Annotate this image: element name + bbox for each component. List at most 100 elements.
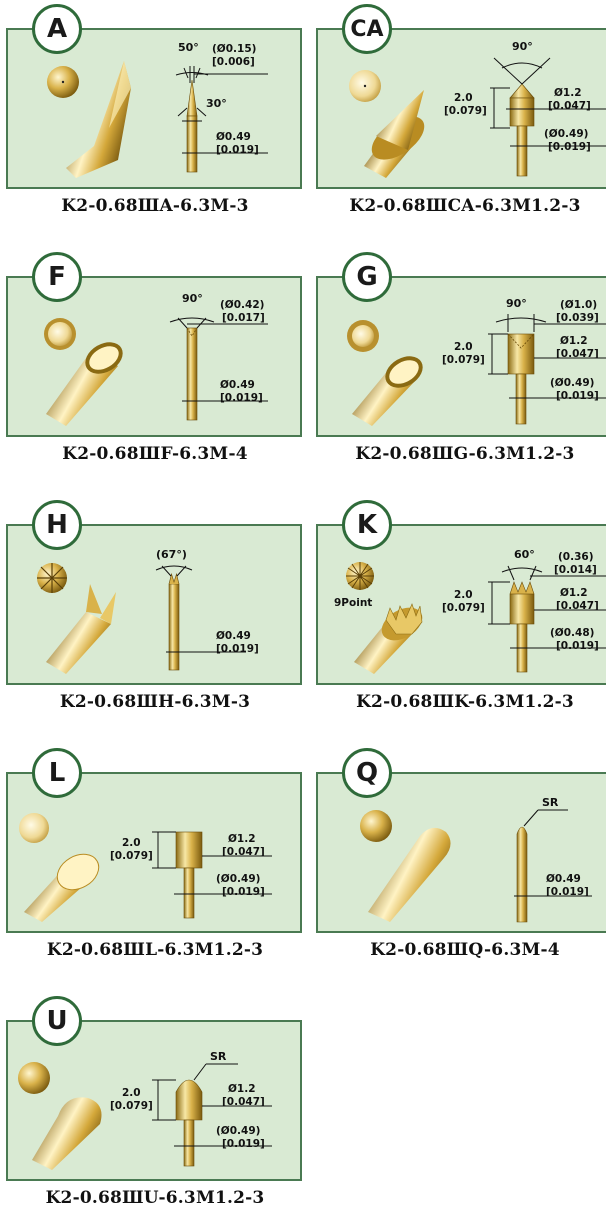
probe-card-l: L 2.0 [0.079] Ø1.2 [0.047] (Ø0.49) [0.01… <box>0 744 302 960</box>
probe-drawing: SR 2.0 [0.079] Ø1.2 [0.047] (Ø0.49) [0.0… <box>18 1050 272 1170</box>
head-dia-in-label: [0.047] <box>556 600 599 612</box>
shaft-dia-mm-label: (Ø0.49) <box>550 377 594 389</box>
shaft-dia-in-label: [0.019] <box>220 392 263 404</box>
tip-dia-in-label: [0.006] <box>212 56 255 68</box>
tip-end-view-icon <box>360 810 392 842</box>
probe-3d-icon <box>352 356 423 426</box>
probe-3d-icon <box>354 603 423 674</box>
probe-3d-icon <box>24 853 100 922</box>
diagram-panel <box>6 28 302 189</box>
head-dia-mm-label: Ø1.2 <box>554 87 582 99</box>
head-length-mm-label: 2.0 <box>454 341 473 353</box>
head-dia-in-label: [0.047] <box>556 348 599 360</box>
probe-card-k: K 9Point 60° (0.36) [0.014] 2.0 [0.079] <box>310 496 606 712</box>
shaft-dia-mm-label: (Ø0.49) <box>544 128 588 140</box>
part-number: K2-0.68ШA-6.3M-3 <box>61 196 249 216</box>
tip-angle-label: 50° <box>178 41 199 54</box>
probe-profile-icon <box>175 1079 203 1167</box>
tip-type-badge: K <box>342 500 392 550</box>
part-number: K2-0.68ШCA-6.3M1.2-3 <box>349 196 581 216</box>
part-number: K2-0.68ШL-6.3M1.2-3 <box>46 940 264 960</box>
probe-card-a: A 50° (Ø0.15) [0.006] 30° Ø0.49 [0.019] … <box>0 0 302 216</box>
shaft-dia-mm-label: (Ø0.49) <box>216 1125 260 1137</box>
shaft-dia-in-label: [0.019] <box>216 643 259 655</box>
probe-drawing: 2.0 [0.079] Ø1.2 [0.047] (Ø0.49) [0.019] <box>19 813 272 922</box>
shaft-dia-mm-label: (Ø0.48) <box>550 627 594 639</box>
tip-size-mm-label: (0.36) <box>558 551 594 563</box>
tip-type-badge: H <box>32 500 82 550</box>
probe-card-ca: CA 90° 2.0 [0.079] Ø1.2 [0.047] (Ø0.49) … <box>310 0 606 216</box>
shaft-dia-in-label: [0.019] <box>548 141 591 153</box>
head-length-in-label: [0.079] <box>110 850 153 862</box>
head-dia-mm-label: Ø1.2 <box>560 335 588 347</box>
probe-profile-icon <box>507 333 535 425</box>
probe-3d-icon <box>368 827 451 922</box>
tip-type-badge: CA <box>342 4 392 54</box>
diagram-panel <box>6 524 302 685</box>
tip-end-view-icon <box>18 1062 50 1094</box>
probe-drawing: (67°) Ø0.49 [0.019] <box>37 548 259 674</box>
shaft-dia-mm-label: Ø0.49 <box>220 379 255 391</box>
probe-3d-icon <box>66 61 131 178</box>
head-length-mm-label: 2.0 <box>454 589 473 601</box>
head-length-in-label: [0.079] <box>444 105 487 117</box>
tip-type-badge: F <box>32 252 82 302</box>
shaft-dia-in-label: [0.019] <box>556 640 599 652</box>
probe-profile-icon <box>509 581 535 673</box>
shaft-dia-mm-label: Ø0.49 <box>216 630 251 642</box>
cone-angle-label: 90° <box>512 40 533 53</box>
shaft-dia-mm-label: (Ø0.49) <box>216 873 260 885</box>
tip-size-in-label: [0.014] <box>554 564 597 576</box>
part-number: K2-0.68ШG-6.3M1.2-3 <box>355 444 575 464</box>
cup-angle-label: 90° <box>506 297 527 310</box>
probe-profile-icon <box>175 831 203 919</box>
tip-type-badge: L <box>32 748 82 798</box>
probe-drawing: 9Point 60° (0.36) [0.014] 2.0 [0.079] Ø1… <box>334 548 606 674</box>
tip-end-view-icon <box>37 563 67 593</box>
probe-3d-icon <box>364 90 425 178</box>
probe-drawing: 90° (Ø0.42) [0.017] Ø0.49 [0.019] <box>44 292 268 426</box>
probe-profile-icon <box>509 83 535 177</box>
cup-angle-label: 90° <box>182 292 203 305</box>
tip-type-badge: A <box>32 4 82 54</box>
shaft-dia-in-label: [0.019] <box>556 390 599 402</box>
shaft-dia-in-label: [0.019] <box>222 1138 265 1150</box>
sphere-radius-label: SR <box>542 796 559 809</box>
shaft-dia-mm-label: Ø0.49 <box>546 873 581 885</box>
crown-angle-label: 60° <box>514 548 535 561</box>
tip-type-badge: G <box>342 252 392 302</box>
probe-card-f: F 90° (Ø0.42) [0.017] Ø0.49 [0.019] K2-0… <box>0 248 302 464</box>
probe-drawing: 90° 2.0 [0.079] Ø1.2 [0.047] (Ø0.49) [0.… <box>349 40 606 178</box>
probe-card-q: Q SR Ø0.49 [0.019] K2-0.68ШQ-6.3M-4 <box>310 744 606 960</box>
tip-end-view-icon <box>346 562 374 590</box>
part-number: K2-0.68ШK-6.3M1.2-3 <box>356 692 574 712</box>
diagram-panel <box>316 772 606 933</box>
probe-card-h: H (67°) Ø0.49 [0.019] K2-0.68ШH-6.3M-3 <box>0 496 302 712</box>
probe-drawing: 50° (Ø0.15) [0.006] 30° Ø0.49 [0.019] <box>47 41 268 178</box>
tip-dia-mm-label: (Ø0.15) <box>212 43 256 55</box>
shaft-dia-mm-label: Ø0.49 <box>216 131 251 143</box>
crown-angle-label: (67°) <box>156 548 187 561</box>
probe-profile-icon <box>516 826 528 923</box>
head-dia-mm-label: Ø1.2 <box>228 1083 256 1095</box>
part-number: K2-0.68ШQ-6.3M-4 <box>370 940 560 960</box>
head-dia-mm-label: Ø1.2 <box>560 587 588 599</box>
head-length-mm-label: 2.0 <box>122 837 141 849</box>
shaft-dia-in-label: [0.019] <box>546 886 589 898</box>
cup-dia-mm-label: (Ø1.0) <box>560 299 597 311</box>
head-length-mm-label: 2.0 <box>454 92 473 104</box>
probe-card-g: G 90° (Ø1.0) [0.039] 2.0 [0.079] Ø1.2 [0… <box>310 248 606 464</box>
head-length-mm-label: 2.0 <box>122 1087 141 1099</box>
shaft-dia-in-label: [0.019] <box>216 144 259 156</box>
probe-profile-icon <box>168 572 180 671</box>
head-length-in-label: [0.079] <box>442 354 485 366</box>
cup-dia-in-label: [0.017] <box>222 312 265 324</box>
probe-drawing: 90° (Ø1.0) [0.039] 2.0 [0.079] Ø1.2 [0.0… <box>347 297 606 426</box>
head-dia-in-label: [0.047] <box>548 100 591 112</box>
head-length-in-label: [0.079] <box>110 1100 153 1112</box>
cup-dia-in-label: [0.039] <box>556 312 599 324</box>
probe-profile-icon <box>186 327 198 421</box>
part-number: K2-0.68ШU-6.3M1.2-3 <box>45 1188 265 1208</box>
probe-drawing: SR Ø0.49 [0.019] <box>360 796 592 923</box>
taper-angle-label: 30° <box>206 97 227 110</box>
